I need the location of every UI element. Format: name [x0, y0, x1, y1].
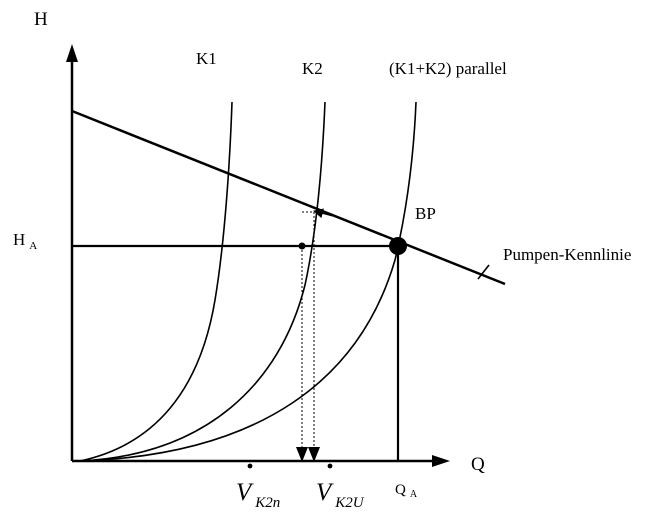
pump-line-label: Pumpen-Kennlinie [503, 245, 631, 264]
curve-k2 [79, 101, 326, 462]
operating-point-marker [389, 237, 407, 255]
v-k2n-label-sub: K2n [254, 495, 280, 511]
ha-label: H A [13, 230, 37, 252]
curve-parallel-label: (K1+K2) parallel [389, 59, 507, 78]
v-k2n-label: V K2n [236, 479, 280, 511]
x-axis-arrowhead [432, 455, 450, 467]
v-k2u-label-main: V [316, 479, 334, 506]
x-axis-label: Q [471, 454, 485, 475]
v-k2u-dot-accent [327, 463, 333, 469]
ha-label-sub: A [29, 240, 37, 252]
v-k2n-label-main: V [236, 479, 254, 506]
qa-label: Q A [395, 481, 418, 500]
k2u-arrow [313, 208, 334, 219]
v-k2n-dot-accent [247, 463, 253, 469]
qa-label-sub: A [410, 489, 418, 500]
qa-label-main: Q [395, 482, 406, 498]
pump-line-label-tick [477, 264, 490, 280]
v-k2u-label-sub: K2U [334, 495, 365, 511]
curve-k1-label: K1 [196, 49, 217, 68]
k2u-projection-arrowhead [308, 447, 320, 462]
ha-label-main: H [13, 230, 25, 249]
y-axis-arrowhead [66, 44, 78, 62]
k2n-projection-arrowhead [296, 447, 308, 462]
curve-k2-label: K2 [302, 59, 323, 78]
curve-k1-k2-parallel [79, 101, 417, 462]
v-k2u-label: V K2U [316, 479, 365, 511]
y-axis-label: H [34, 9, 48, 30]
operating-point-label: BP [415, 204, 436, 223]
pump-characteristic-line [71, 109, 506, 286]
curve-k1 [79, 101, 233, 462]
